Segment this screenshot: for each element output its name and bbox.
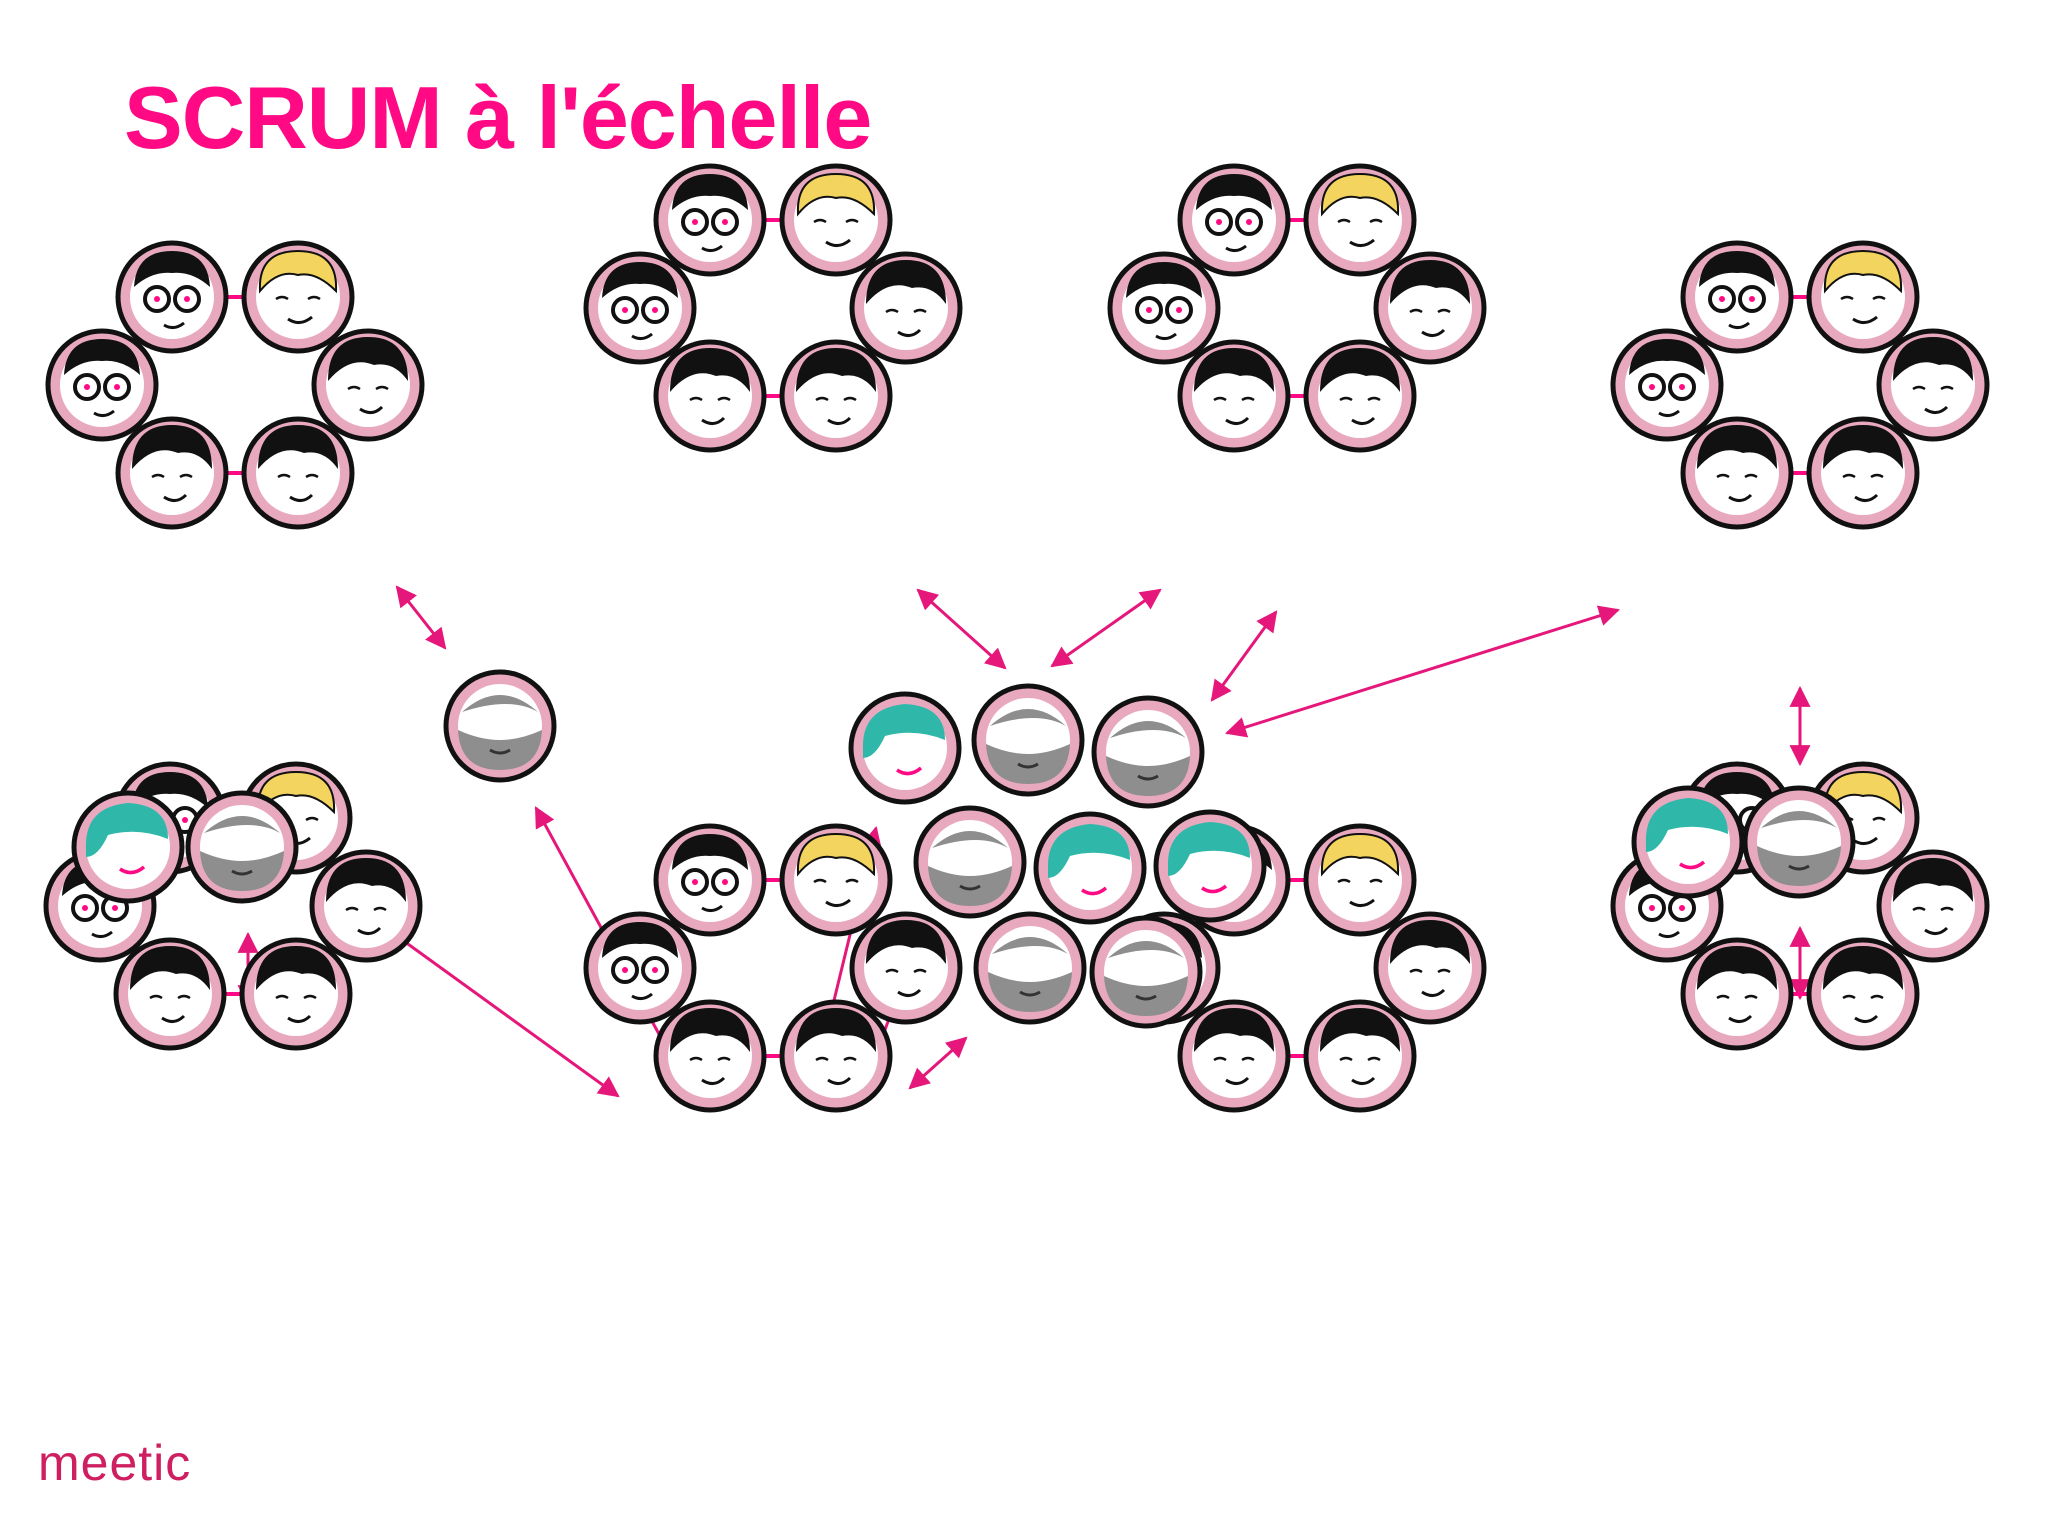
scrum-of-scrums-member (848, 691, 962, 805)
team-top-center-left-member (653, 163, 767, 277)
single-left-member (443, 669, 557, 783)
team-bottom-right-member (1680, 937, 1794, 1051)
team-bottom-right-member (1806, 937, 1920, 1051)
double-arrow-icon (395, 585, 447, 650)
team-top-left-member (45, 328, 159, 442)
team-top-right-member (1610, 328, 1724, 442)
double-arrow-icon (916, 588, 1007, 670)
scrum-of-scrums-member (1089, 915, 1203, 1029)
double-arrow-icon (1224, 605, 1621, 738)
scrum-of-scrums-member (1091, 695, 1205, 809)
team-top-center-right-member (1177, 163, 1291, 277)
team-top-center-right-member (1303, 339, 1417, 453)
scrum-of-scrums-member (971, 683, 1085, 797)
scrum-of-scrums-member (973, 911, 1087, 1025)
team-top-center-right-member (1303, 163, 1417, 277)
pair-left-member (185, 790, 299, 904)
slide-title: SCRUM à l'échelle (124, 68, 872, 167)
pair-right-member (1631, 785, 1745, 899)
team-bottom-center-left-member (779, 823, 893, 937)
team-bottom-center-right-member (1303, 823, 1417, 937)
team-top-right-member (1806, 240, 1920, 354)
team-top-center-left-member (653, 339, 767, 453)
team-bottom-center-left-member (583, 911, 697, 1025)
team-top-center-right-member (1107, 251, 1221, 365)
team-top-center-left-member (583, 251, 697, 365)
team-bottom-center-left-member (653, 999, 767, 1113)
team-top-left-member (241, 240, 355, 354)
scrum-of-scrums-member (913, 805, 1027, 919)
team-top-right-member (1680, 416, 1794, 530)
faces-layer (43, 163, 1990, 1113)
team-top-center-left-member (779, 163, 893, 277)
team-top-center-left-member (849, 251, 963, 365)
team-top-center-right-member (1177, 339, 1291, 453)
double-arrow-icon (908, 1036, 968, 1090)
scrum-of-scrums-member (1033, 811, 1147, 925)
team-bottom-left-member (113, 937, 227, 1051)
team-bottom-center-left-member (653, 823, 767, 937)
team-top-left-member (115, 416, 229, 530)
team-bottom-center-right-member (1373, 911, 1487, 1025)
team-bottom-center-left-member (849, 911, 963, 1025)
team-top-right-member (1806, 416, 1920, 530)
team-top-center-left-member (779, 339, 893, 453)
team-bottom-left-member (309, 849, 423, 963)
team-top-left-member (115, 240, 229, 354)
team-bottom-right-member (1806, 761, 1920, 875)
team-bottom-center-right-member (1303, 999, 1417, 1113)
team-bottom-left-member (239, 937, 353, 1051)
team-bottom-center-right-member (1177, 999, 1291, 1113)
meetic-logo: meetic (38, 1435, 192, 1491)
team-bottom-center-left-member (779, 999, 893, 1113)
double-arrow-icon (1210, 610, 1278, 702)
scrum-of-scrums-member (1153, 809, 1267, 923)
team-top-right-member (1680, 240, 1794, 354)
team-top-left-member (311, 328, 425, 442)
pair-left-member (71, 790, 185, 904)
pair-right-member (1742, 785, 1856, 899)
team-top-center-right-member (1373, 251, 1487, 365)
team-top-right-member (1876, 328, 1990, 442)
double-arrow-icon (1050, 588, 1162, 668)
team-bottom-right-member (1876, 849, 1990, 963)
team-top-left-member (241, 416, 355, 530)
